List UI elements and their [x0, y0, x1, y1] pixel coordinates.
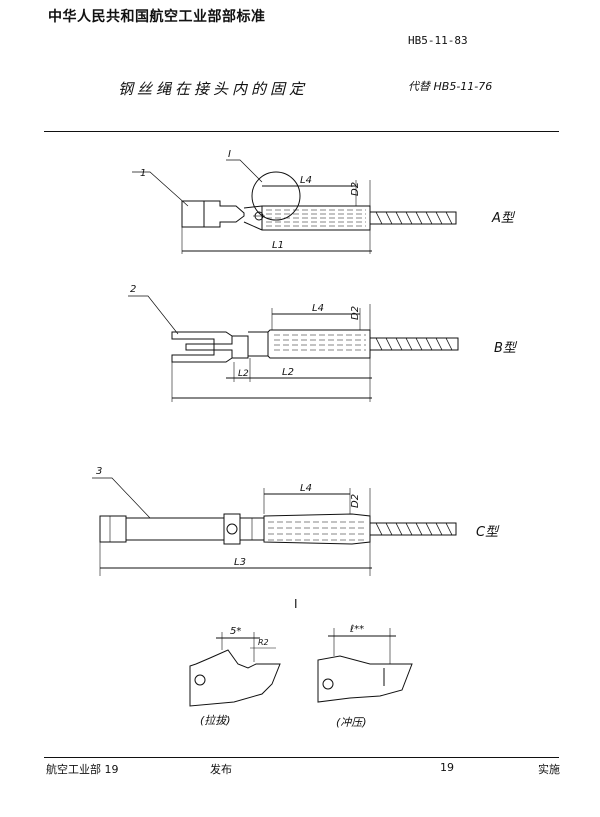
dim-b-l4: L4 [312, 303, 324, 314]
dim-c-d2: D2 [350, 494, 361, 508]
dim-b-l2: L2 [282, 367, 294, 378]
callout-2: 2 [130, 284, 136, 295]
replaces-standard: 代替 HB5-11-76 [408, 80, 493, 93]
detail-title: I [294, 597, 298, 611]
type-c-drawing [92, 477, 457, 576]
type-a-label: A型 [491, 211, 516, 226]
detail-dim-5: 5* [230, 626, 241, 637]
detail-dim-r2: R2 [258, 638, 269, 647]
footer-issued: 发布 [210, 763, 232, 776]
callout-1: 1 [140, 168, 146, 179]
footer-year: 19 [440, 761, 454, 774]
type-c-label: C型 [476, 525, 500, 540]
standard-org-title: 中华人民共和国航空工业部部标准 [48, 9, 266, 25]
type-b-drawing [128, 295, 459, 402]
type-b-label: B型 [494, 341, 518, 356]
header-rule [44, 131, 559, 132]
dim-a-l1: L1 [272, 240, 284, 251]
dim-c-l3: L3 [234, 557, 246, 568]
footer-issuer: 航空工业部 19 [46, 763, 119, 776]
dim-b-d2: D2 [350, 306, 361, 320]
caption-drawn: (拉拔) [200, 714, 231, 727]
detail-ref-i: I [228, 149, 231, 160]
standard-number: HB5-11-83 [408, 34, 468, 47]
callout-3: 3 [96, 466, 102, 477]
footer-implement: 实施 [538, 763, 560, 776]
footer-rule [44, 757, 559, 758]
document-title: 钢丝绳在接头内的固定 [118, 80, 309, 98]
detail-dim-l: ℓ** [350, 624, 364, 635]
dim-a-l4: L4 [300, 175, 312, 186]
dim-a-d2: D2 [350, 182, 361, 196]
type-a-drawing [132, 159, 457, 254]
caption-stamped: (冲压) [336, 716, 367, 729]
dim-c-l4: L4 [300, 483, 312, 494]
detail-i-drawing [189, 628, 413, 707]
dim-b-l2-small: L2 [238, 369, 249, 379]
